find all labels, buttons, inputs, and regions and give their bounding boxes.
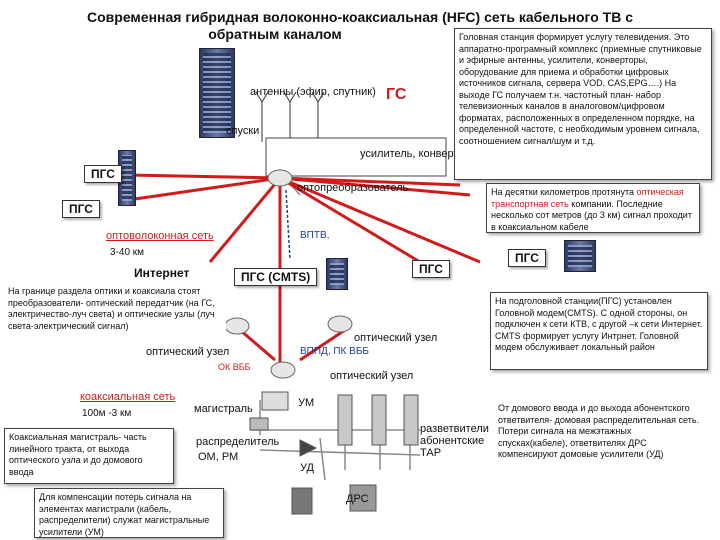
title-line-1: Современная гибридная волоконно-коаксиал…	[87, 9, 633, 25]
headend-rack	[199, 48, 235, 138]
om-rm-label: ОМ, РМ	[198, 451, 239, 463]
amplifier-label: усилитель, конвертор	[360, 148, 471, 160]
distance-100m-3km-label: 100м -3 км	[82, 408, 132, 419]
optical-transport-text-highlight: оптическая транспортная сеть	[491, 187, 684, 209]
optical-node-label-1: оптический узел	[146, 346, 230, 358]
bptv-label: ВПТВ,	[300, 230, 330, 241]
pgs-description: На подголовной станции(ПГС) установлен Г…	[490, 292, 708, 370]
boundary-description: На границе раздела оптики и коаксиала ст…	[4, 283, 226, 345]
gs-label: ГС	[386, 86, 407, 103]
pgs-tag-left-2: ПГС	[62, 200, 100, 218]
ok-vbb-label: ОК ВББ	[218, 362, 251, 372]
pgs-tag-left-1: ПГС	[84, 165, 122, 183]
um-label: УМ	[298, 397, 315, 409]
cmts-rack	[326, 258, 348, 290]
pgs-tag-right-1: ПГС	[412, 260, 450, 278]
internet-label: Интернет	[134, 266, 190, 280]
optical-transport-text-start: На десятки километров протянута	[491, 187, 637, 197]
subscriber-splitters-label: разветвители абонентские ТАР	[420, 423, 489, 459]
headend-description: Головная станция формирует услугу телеви…	[454, 28, 712, 180]
optical-node-label-2: оптический узел	[354, 332, 438, 344]
optical-transport-text-end: компании. Последние несколько сот метров…	[491, 198, 692, 232]
coax-network-label: коаксиальная сеть	[80, 391, 176, 403]
ud-label: УД	[300, 462, 314, 474]
bppd-label: ВППД, ПК ВББ	[300, 346, 369, 357]
distributor-label: распределитель	[196, 436, 280, 448]
spuski-label: спуски	[226, 125, 260, 137]
antennas-label: антенны (эфир, спутник)	[250, 86, 376, 98]
home-network-description: От домового ввода и до выхода абонентско…	[494, 400, 706, 490]
title-line-2: обратным каналом	[208, 26, 342, 42]
magistral-label: магистраль	[194, 403, 253, 415]
pgs-rack-right	[564, 240, 596, 272]
coax-main-description: Коаксиальная магистраль- часть линейного…	[4, 428, 174, 484]
optical-network-label: оптоволоконная сеть	[106, 230, 214, 242]
optical-transport-description: На десятки километров протянута оптическ…	[486, 183, 700, 233]
distance-3-40-label: 3-40 км	[110, 247, 145, 258]
optoconverter-label: оптопреобразователь	[297, 182, 409, 194]
pgs-tag-right-2: ПГС	[508, 249, 546, 267]
compensation-description: Для компенсации потерь сигнала на элемен…	[34, 488, 224, 538]
drs-label: ДРС	[346, 493, 369, 505]
optical-node-label-3: оптический узел	[330, 370, 414, 382]
diagram-title: Современная гибридная волоконно-коаксиал…	[0, 9, 720, 43]
pgs-cmts-tag: ПГС (CMTS)	[234, 268, 318, 286]
